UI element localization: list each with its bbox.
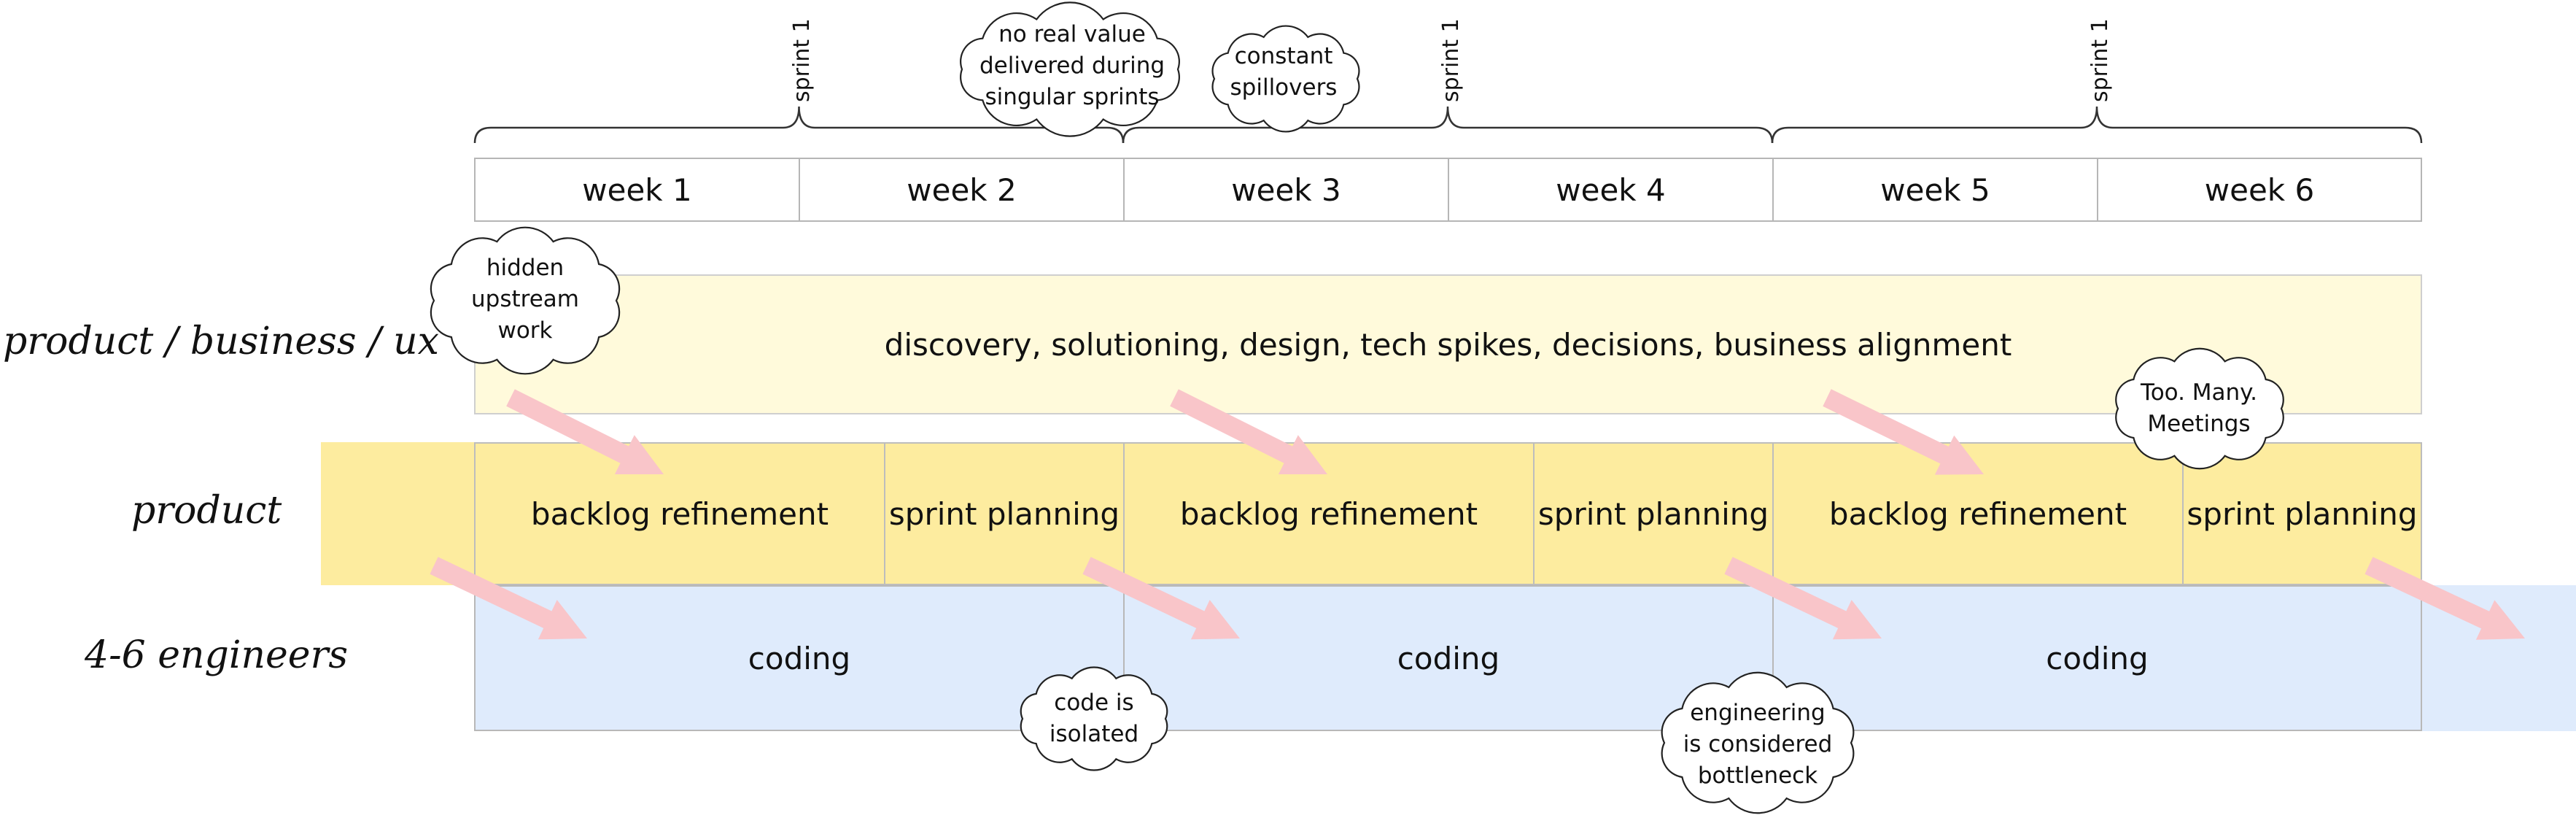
lane-label-product: product (131, 489, 282, 533)
cloud-constant-spillovers: constant spillovers (1211, 32, 1357, 112)
flow-arrow (1724, 557, 1882, 640)
cloud-line: is considered (1683, 730, 1833, 757)
flow-arrow (1082, 557, 1240, 640)
sprint-brace (473, 106, 1125, 144)
cloud-line: hidden (486, 254, 565, 281)
coding-cell: coding (474, 585, 1125, 731)
product-cell-sprint-planning: sprint planning (884, 442, 1125, 585)
flow-arrow (506, 389, 664, 474)
cloud-engineering-bottleneck: engineering is considered bottleneck (1656, 693, 1860, 795)
flow-arrow (1170, 389, 1327, 474)
week-header-cell: week 6 (2097, 158, 2422, 222)
week-header-cell: week 5 (1772, 158, 2098, 222)
cloud-shape-constant-spillovers (1211, 25, 1360, 133)
cloud-shape-code-is-isolated (1020, 666, 1168, 771)
cloud-shape-no-real-value (960, 1, 1180, 137)
cloud-shape-hidden-upstream-work (430, 226, 621, 375)
cloud-line: constant (1234, 43, 1333, 69)
cloud-line: work (497, 317, 553, 344)
cloud-line: code is (1054, 690, 1134, 716)
cloud-hidden-upstream-work: hidden upstream work (423, 248, 627, 350)
cloud-line: spillovers (1230, 74, 1338, 101)
cloud-line: engineering (1690, 699, 1826, 726)
cloud-no-real-value: no real value delivered during singular … (948, 15, 1196, 117)
cloud-too-many-meetings: Too. Many. Meetings (2111, 368, 2286, 449)
lane-label-engineers: 4-6 engineers (85, 633, 349, 677)
sprint-brace (1771, 106, 2423, 144)
flow-arrow (430, 557, 587, 640)
lane-label-business: product / business / ux (3, 320, 439, 363)
cloud-line: Too. Many. (2141, 379, 2257, 406)
product-cell-backlog-refinement: backlog refinement (1123, 442, 1535, 585)
sprint-brace (1122, 106, 1774, 144)
discovery-band: discovery, solutioning, design, tech spi… (474, 274, 2422, 414)
flow-arrow (1823, 389, 1984, 475)
coding-cell: coding (1123, 585, 1774, 731)
week-header-cell: week 3 (1123, 158, 1449, 222)
cloud-line: delivered during (979, 52, 1165, 79)
cloud-line: singular sprints (985, 83, 1160, 110)
cloud-code-is-isolated: code is isolated (1021, 679, 1167, 759)
cloud-line: upstream (471, 285, 579, 312)
week-header-cell: week 4 (1448, 158, 1774, 222)
cloud-shape-too-many-meetings (2115, 347, 2284, 470)
product-cell-backlog-refinement: backlog refinement (1772, 442, 2184, 585)
cloud-line: no real value (998, 20, 1146, 47)
cloud-line: isolated (1049, 721, 1139, 747)
product-cell-backlog-refinement: backlog refinement (474, 442, 885, 585)
week-header-cell: week 1 (474, 158, 800, 222)
coding-cell: coding (1772, 585, 2422, 731)
flow-arrow (2364, 557, 2525, 640)
cloud-line: Meetings (2147, 411, 2251, 437)
cloud-shape-engineering-bottleneck (1661, 671, 1855, 814)
cloud-line: bottleneck (1697, 762, 1818, 789)
product-lane-lead-in (321, 442, 476, 585)
